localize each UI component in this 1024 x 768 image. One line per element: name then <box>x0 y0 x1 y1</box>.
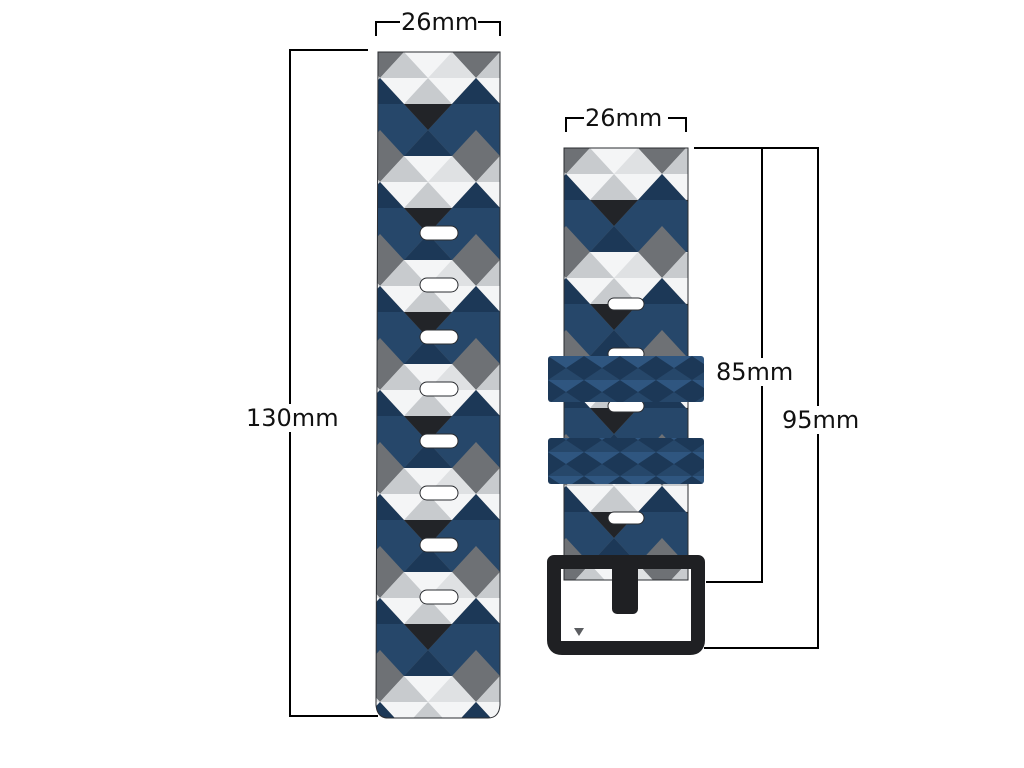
short-strap-total-label: 95mm <box>782 406 860 434</box>
keeper-loop <box>548 438 704 484</box>
short-strap <box>547 147 705 655</box>
long-strap-length-label: 130mm <box>246 404 339 432</box>
long-strap <box>375 51 501 719</box>
short-strap-width-label: 26mm <box>585 104 663 132</box>
strap-holes <box>419 225 459 605</box>
keeper-loop <box>548 356 704 402</box>
long-strap-width-label: 26mm <box>401 8 479 36</box>
short-strap-to-buckle-label: 85mm <box>716 358 794 386</box>
buckle-icon <box>547 555 705 655</box>
